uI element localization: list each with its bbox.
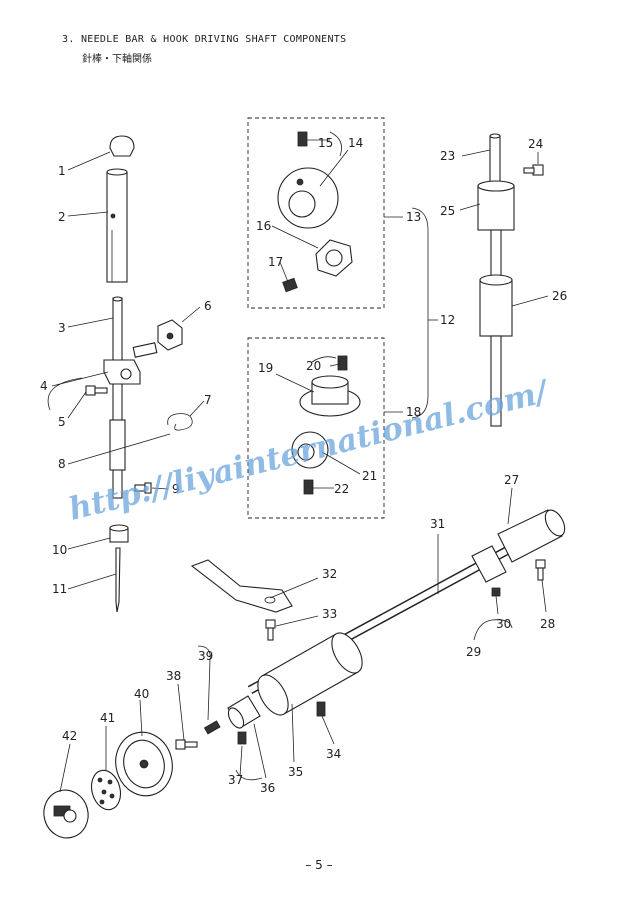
upper-gear-box bbox=[247, 117, 385, 309]
page-number: – 5 – bbox=[305, 858, 333, 872]
part-25-bushing bbox=[477, 185, 515, 231]
label-3: 3 bbox=[58, 321, 66, 335]
part-24-screw bbox=[523, 164, 544, 176]
label-35: 35 bbox=[288, 765, 303, 779]
label-11: 11 bbox=[52, 582, 67, 596]
part-40-rotary-hook bbox=[115, 731, 173, 797]
part-28-screw bbox=[535, 559, 546, 581]
label-26: 26 bbox=[552, 289, 567, 303]
label-33: 33 bbox=[322, 607, 337, 621]
label-14: 14 bbox=[348, 136, 363, 150]
label-39: 39 bbox=[198, 649, 213, 663]
label-18: 18 bbox=[406, 405, 421, 419]
part-7-thread-guide bbox=[167, 413, 193, 431]
vertical-shaft-assembly bbox=[477, 133, 544, 427]
label-23: 23 bbox=[440, 149, 455, 163]
label-7: 7 bbox=[204, 393, 212, 407]
label-1: 1 bbox=[58, 164, 66, 178]
part-32-plate bbox=[190, 559, 293, 613]
part-29-collar bbox=[471, 545, 507, 583]
label-41: 41 bbox=[100, 711, 115, 725]
label-20: 20 bbox=[306, 359, 321, 373]
label-9: 9 bbox=[172, 482, 180, 496]
part-39-set-screw bbox=[203, 720, 221, 735]
part-26-bushing bbox=[479, 279, 513, 337]
label-30: 30 bbox=[496, 617, 511, 631]
part-33-screw bbox=[265, 619, 276, 641]
part-34-set-screw bbox=[316, 701, 326, 717]
part-38-screw bbox=[175, 739, 198, 750]
label-10: 10 bbox=[52, 543, 67, 557]
lower-gear-box bbox=[247, 337, 385, 519]
label-21: 21 bbox=[362, 469, 377, 483]
label-34: 34 bbox=[326, 747, 341, 761]
label-5: 5 bbox=[58, 415, 66, 429]
label-13: 13 bbox=[406, 210, 421, 224]
label-25: 25 bbox=[440, 204, 455, 218]
label-32: 32 bbox=[322, 567, 337, 581]
lower-gear-set bbox=[291, 355, 361, 495]
label-29: 29 bbox=[466, 645, 481, 659]
label-37: 37 bbox=[228, 773, 243, 787]
label-31: 31 bbox=[430, 517, 445, 531]
label-6: 6 bbox=[204, 299, 212, 313]
part-41-bobbin bbox=[90, 769, 122, 811]
page-title: 3. NEEDLE BAR & HOOK DRIVING SHAFT COMPO… bbox=[62, 34, 347, 45]
label-2: 2 bbox=[58, 210, 66, 224]
leader-lines bbox=[47, 131, 549, 793]
part-number-labels: 1 2 3 4 5 6 7 8 9 10 11 12 13 14 15 16 1… bbox=[40, 136, 567, 795]
page-subtitle-japanese: 針棒・下軸関係 bbox=[82, 54, 152, 65]
label-15: 15 bbox=[318, 136, 333, 150]
part-42-bobbin-case bbox=[43, 789, 89, 839]
part-17-set-screw bbox=[282, 277, 298, 293]
label-24: 24 bbox=[528, 137, 543, 151]
part-1-cap bbox=[109, 135, 135, 157]
part-20-set-screw bbox=[337, 355, 348, 371]
label-22: 22 bbox=[334, 482, 349, 496]
label-28: 28 bbox=[540, 617, 555, 631]
needle-bar-assembly bbox=[85, 135, 193, 613]
label-42: 42 bbox=[62, 729, 77, 743]
label-17: 17 bbox=[268, 255, 283, 269]
part-11-needle bbox=[115, 547, 121, 613]
part-22-set-screw bbox=[303, 479, 314, 495]
part-37-set-screw bbox=[237, 731, 247, 745]
label-4: 4 bbox=[40, 379, 48, 393]
part-15-set-screw bbox=[297, 131, 308, 147]
label-8: 8 bbox=[58, 457, 66, 471]
label-38: 38 bbox=[166, 669, 181, 683]
part-5-screw bbox=[85, 385, 108, 396]
upper-gear-set bbox=[277, 131, 353, 293]
label-16: 16 bbox=[256, 219, 271, 233]
part-30-screw bbox=[491, 587, 501, 597]
label-19: 19 bbox=[258, 361, 273, 375]
label-27: 27 bbox=[504, 473, 519, 487]
label-40: 40 bbox=[134, 687, 149, 701]
label-12: 12 bbox=[440, 313, 455, 327]
label-36: 36 bbox=[260, 781, 275, 795]
part-2-tube bbox=[106, 171, 128, 283]
part-9-screw bbox=[134, 482, 152, 494]
part-36-collar bbox=[227, 695, 261, 729]
